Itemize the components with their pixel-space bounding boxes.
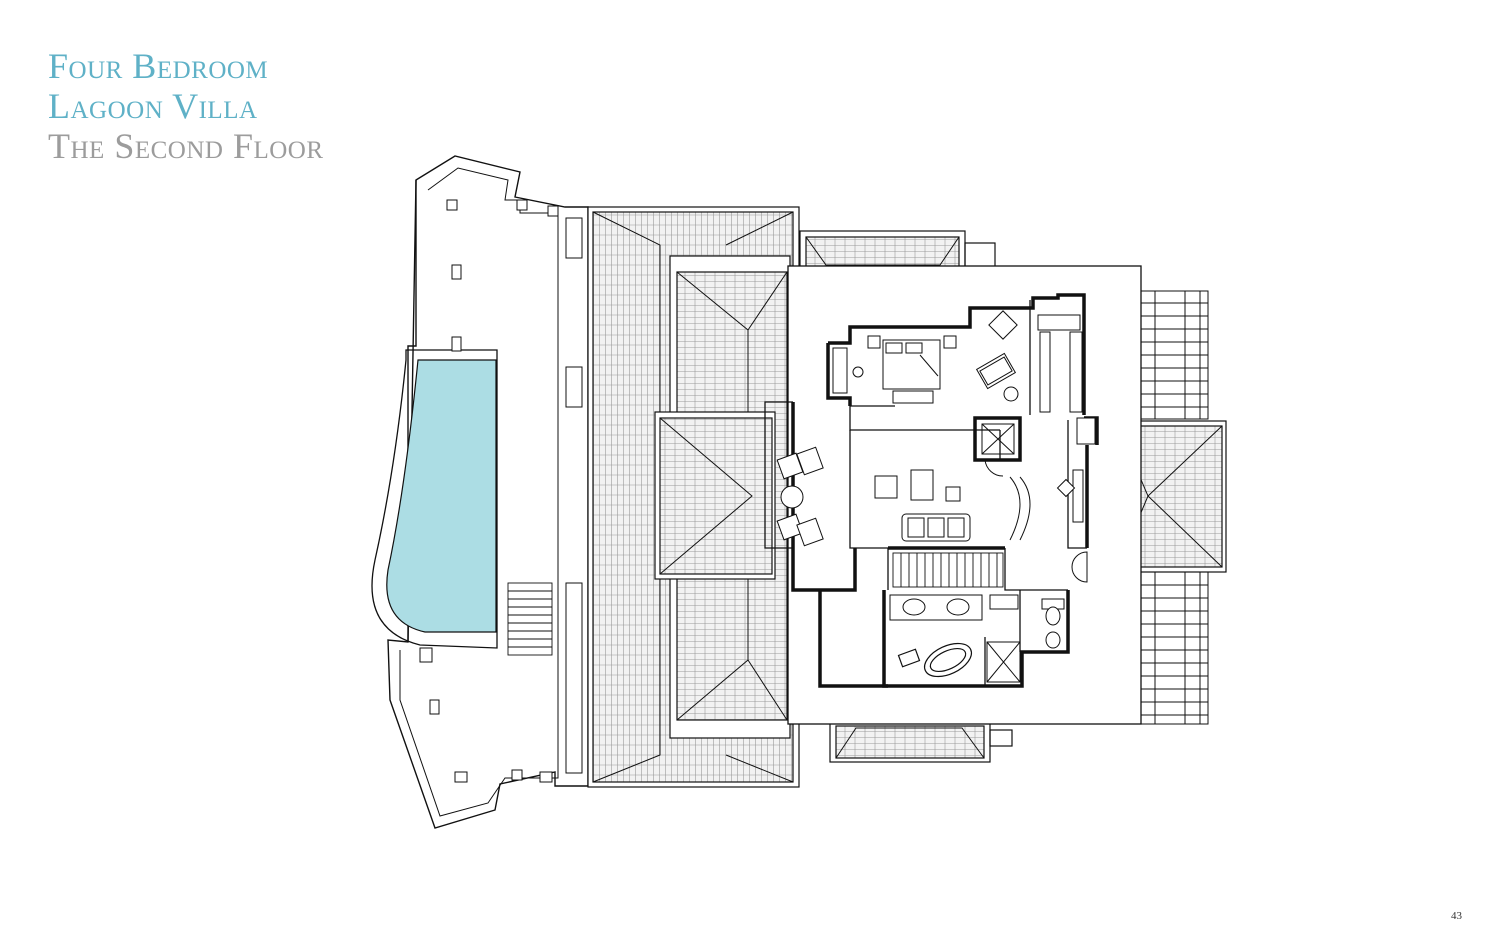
roof-gable (654, 411, 776, 580)
sink-icon (889, 594, 1019, 621)
roof-top-small (799, 230, 996, 272)
elevator-shaft (981, 423, 1015, 455)
swimming-pool (371, 349, 498, 649)
staircase-icon (892, 552, 1004, 588)
roof-bottom-small (829, 721, 1013, 763)
terrace-staircase-icon (507, 582, 553, 656)
terrace-details (419, 199, 583, 783)
bed-icon (867, 335, 957, 404)
title-line-1: Four Bedroom (48, 46, 269, 86)
shower (986, 641, 1021, 683)
interior-walls (791, 293, 1099, 688)
door-swings (984, 459, 1088, 583)
desk-icon (832, 347, 864, 394)
thin-walls (764, 300, 1087, 686)
armchair-icon (776, 446, 824, 547)
toilet-icon (1041, 598, 1065, 649)
subtitle-floor: The Second Floor (48, 126, 324, 166)
title-line-2: Lagoon Villa (48, 86, 258, 126)
bathtub-icon (897, 642, 973, 678)
page-heading: Four Bedroom Lagoon Villa The Second Flo… (48, 46, 324, 166)
lounge-chair-icon (975, 310, 1019, 402)
page-number: 43 (1451, 910, 1462, 922)
wardrobe (1037, 314, 1083, 413)
study-desk (1056, 417, 1096, 523)
sofa-icon (874, 469, 971, 542)
